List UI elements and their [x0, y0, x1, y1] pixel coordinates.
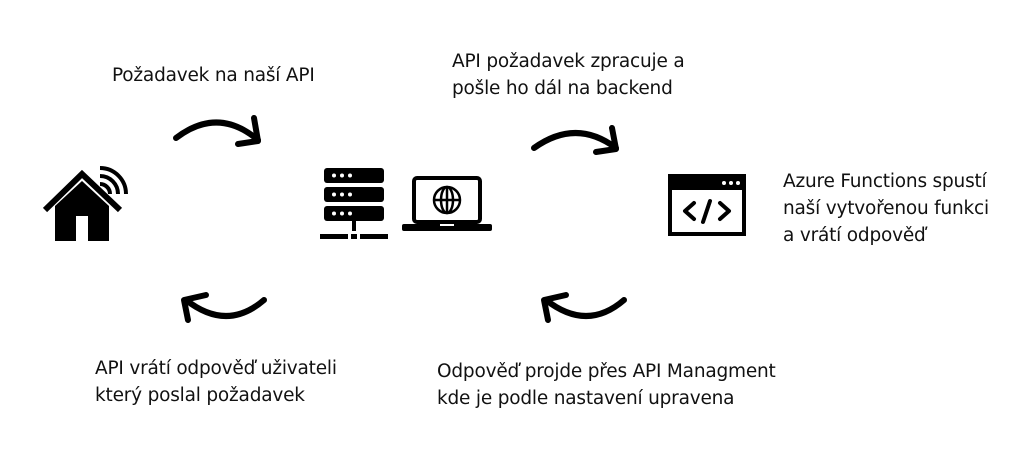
- label-line: který poslal požadavek: [95, 385, 305, 406]
- arrow-api-to-function: [528, 120, 628, 164]
- smart-home-wifi-icon: [40, 160, 130, 242]
- step-process-label: API požadavek zpracuje a pošle ho dál na…: [452, 48, 685, 102]
- label-line: a vrátí odpověď: [783, 225, 926, 246]
- step-management-label: Odpověď projde přes API Managment kde je…: [437, 358, 776, 412]
- label-line: kde je podle nastavení upravena: [437, 388, 735, 409]
- label-line: API požadavek zpracuje a: [452, 51, 685, 72]
- label-line: pošle ho dál na backend: [452, 78, 673, 99]
- label-line: Azure Functions spustí: [783, 171, 987, 192]
- server-rack-icon: [320, 168, 388, 242]
- arrow-home-to-api: [170, 110, 270, 160]
- step-request-label: Požadavek na naší API: [112, 62, 315, 89]
- arrow-api-to-home: [172, 286, 272, 336]
- label-line: API vrátí odpověď uživateli: [95, 358, 337, 379]
- arrow-function-to-api: [532, 286, 632, 336]
- label-line: Požadavek na naší API: [112, 65, 315, 86]
- step-return-label: API vrátí odpověď uživateli který poslal…: [95, 355, 337, 409]
- laptop-globe-icon: [402, 176, 492, 234]
- label-line: naší vytvořenou funkci: [783, 198, 989, 219]
- step-function-label: Azure Functions spustí naší vytvořenou f…: [783, 168, 989, 249]
- label-line: Odpověď projde přes API Managment: [437, 361, 776, 382]
- code-window-icon: [668, 174, 746, 236]
